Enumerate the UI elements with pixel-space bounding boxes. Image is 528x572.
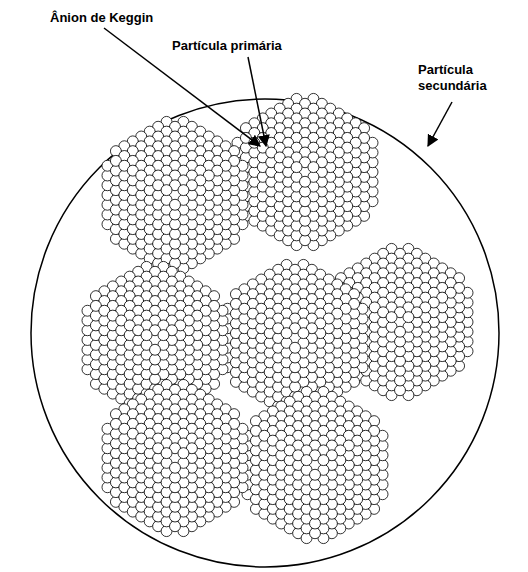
- keggin-anion: [158, 330, 169, 341]
- keggin-anion: [170, 462, 181, 473]
- keggin-anion: [290, 342, 301, 353]
- keggin-anion: [300, 186, 311, 197]
- keggin-anion: [290, 372, 301, 383]
- keggin-anion: [170, 219, 181, 230]
- keggin-anion: [300, 225, 311, 236]
- primary-particle: [232, 93, 378, 250]
- primary-particles: [82, 93, 473, 543]
- primary-particle: [82, 261, 228, 418]
- keggin-anion: [300, 215, 311, 226]
- keggin-anion: [300, 196, 311, 207]
- anion-label: Ânion de Keggin: [50, 10, 210, 26]
- keggin-anion: [150, 344, 161, 355]
- secondary-particle-label: Partícula secundária: [418, 62, 510, 94]
- keggin-anion: [281, 328, 292, 339]
- keggin-anion: [298, 328, 309, 339]
- keggin-anion: [170, 248, 181, 259]
- keggin-anion: [300, 176, 311, 187]
- keggin-anion: [178, 185, 189, 196]
- secondary-particle-outline: [31, 99, 499, 567]
- keggin-anion: [178, 448, 189, 459]
- keggin-anion: [170, 472, 181, 483]
- primary-particle: [102, 116, 248, 273]
- keggin-anion: [395, 365, 406, 376]
- keggin-anion: [170, 238, 181, 249]
- keggin-anion: [170, 511, 181, 522]
- keggin-anion: [310, 518, 321, 529]
- keggin-anion: [395, 346, 406, 357]
- keggin-anion: [395, 356, 406, 367]
- keggin-anion: [170, 199, 181, 210]
- keggin-anion: [170, 229, 181, 240]
- keggin-anion: [301, 455, 312, 466]
- keggin-anion: [403, 312, 414, 323]
- keggin-anion: [310, 528, 321, 539]
- keggin-anion: [300, 206, 311, 217]
- keggin-anion: [308, 162, 319, 173]
- keggin-anion: [170, 492, 181, 503]
- keggin-anion: [386, 312, 397, 323]
- primary-particle: [242, 386, 388, 543]
- primary-particle: [222, 259, 368, 416]
- keggin-anion: [170, 501, 181, 512]
- keggin-anion: [161, 448, 172, 459]
- keggin-anion: [170, 521, 181, 532]
- keggin-anion: [161, 185, 172, 196]
- keggin-anion: [170, 482, 181, 493]
- keggin-anion: [310, 489, 321, 500]
- keggin-anion: [290, 352, 301, 363]
- keggin-anion: [395, 375, 406, 386]
- keggin-anion: [310, 499, 321, 510]
- keggin-anion: [150, 354, 161, 365]
- keggin-anion: [141, 330, 152, 341]
- primary-particle-label: Partícula primária: [172, 38, 332, 54]
- keggin-anion: [300, 235, 311, 246]
- keggin-anion: [310, 479, 321, 490]
- keggin-anion: [290, 381, 301, 392]
- keggin-anion: [395, 326, 406, 337]
- keggin-anion: [310, 508, 321, 519]
- keggin-anion: [310, 469, 321, 480]
- keggin-anion: [395, 385, 406, 396]
- primary-particle: [327, 243, 473, 400]
- leader-arrow: [248, 57, 266, 146]
- leader-arrow: [428, 102, 452, 146]
- keggin-anion: [150, 364, 161, 375]
- keggin-anion: [290, 362, 301, 373]
- primary-particle: [102, 379, 248, 536]
- keggin-anion: [170, 209, 181, 220]
- keggin-anion: [150, 374, 161, 385]
- keggin-anion: [395, 336, 406, 347]
- keggin-anion: [318, 455, 329, 466]
- keggin-anion: [291, 162, 302, 173]
